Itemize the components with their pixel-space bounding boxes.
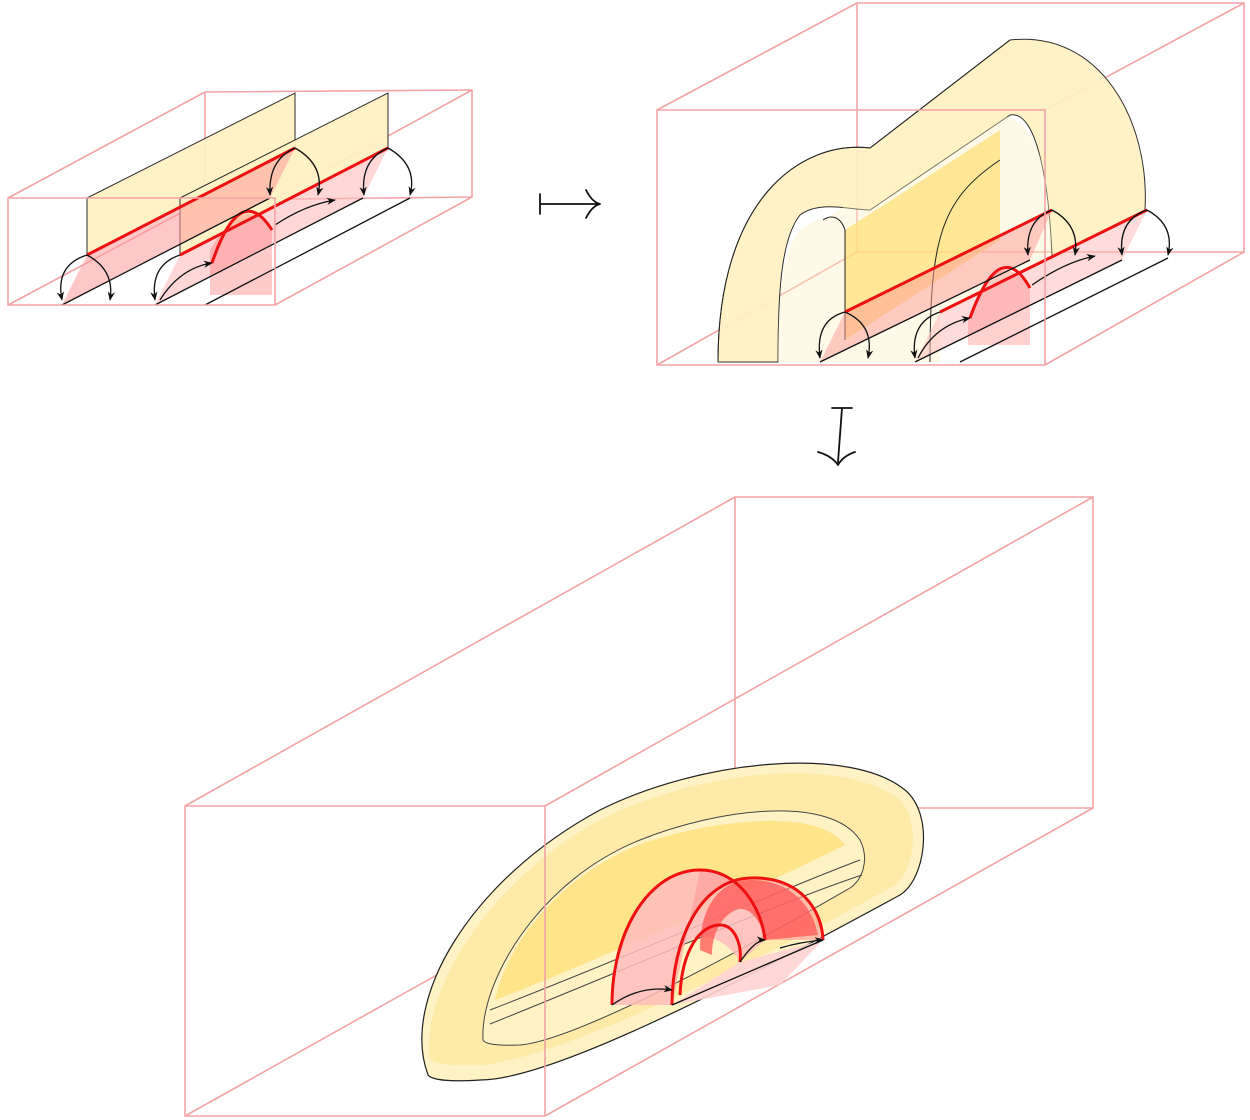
yellow-arches-2: [717, 38, 1146, 363]
curved-arrows-3: [611, 936, 824, 1006]
panel-stage-2: [656, 2, 1245, 366]
red-arc-3b: [670, 876, 825, 1006]
red-arc-3c: [678, 923, 742, 996]
red-arc-3a: [610, 868, 767, 1006]
panel-stage-1: [7, 89, 473, 306]
red-arc-2: [968, 265, 1032, 319]
curved-arrows-1: [56, 147, 416, 301]
panel-stage-3: [184, 496, 1094, 1117]
curved-arrows-2: [815, 209, 1174, 359]
red-sheets-1: [62, 148, 388, 305]
maps-to-right: [539, 189, 601, 219]
maps-to-down: [817, 407, 856, 466]
